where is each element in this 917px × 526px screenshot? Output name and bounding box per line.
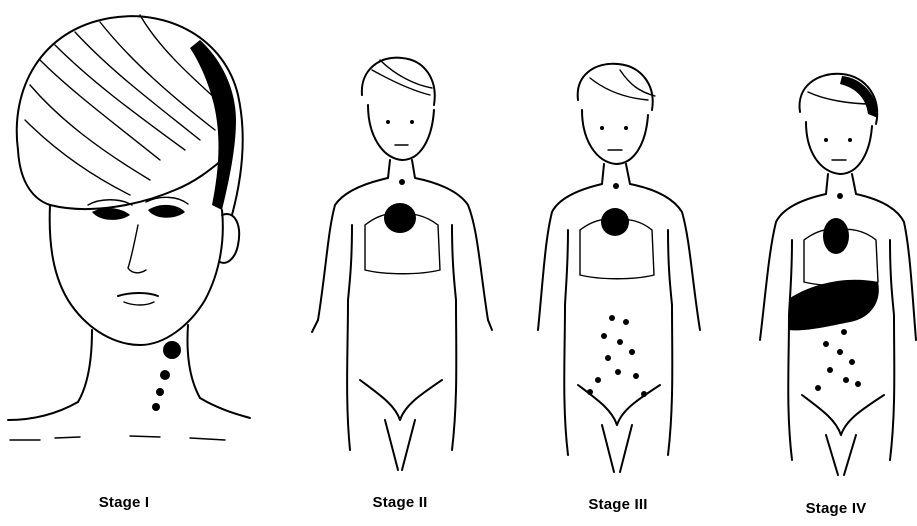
stage-4-label: Stage IV: [806, 500, 867, 517]
stage-2-label: Stage II: [373, 494, 428, 511]
stage-1-figure: [8, 15, 250, 440]
stage-3-label: Stage III: [588, 496, 647, 513]
stage-4-figure: [760, 74, 916, 475]
stage-1-label: Stage I: [99, 494, 150, 511]
stage-3-figure: [538, 64, 700, 472]
stage-2-figure: [312, 58, 492, 470]
